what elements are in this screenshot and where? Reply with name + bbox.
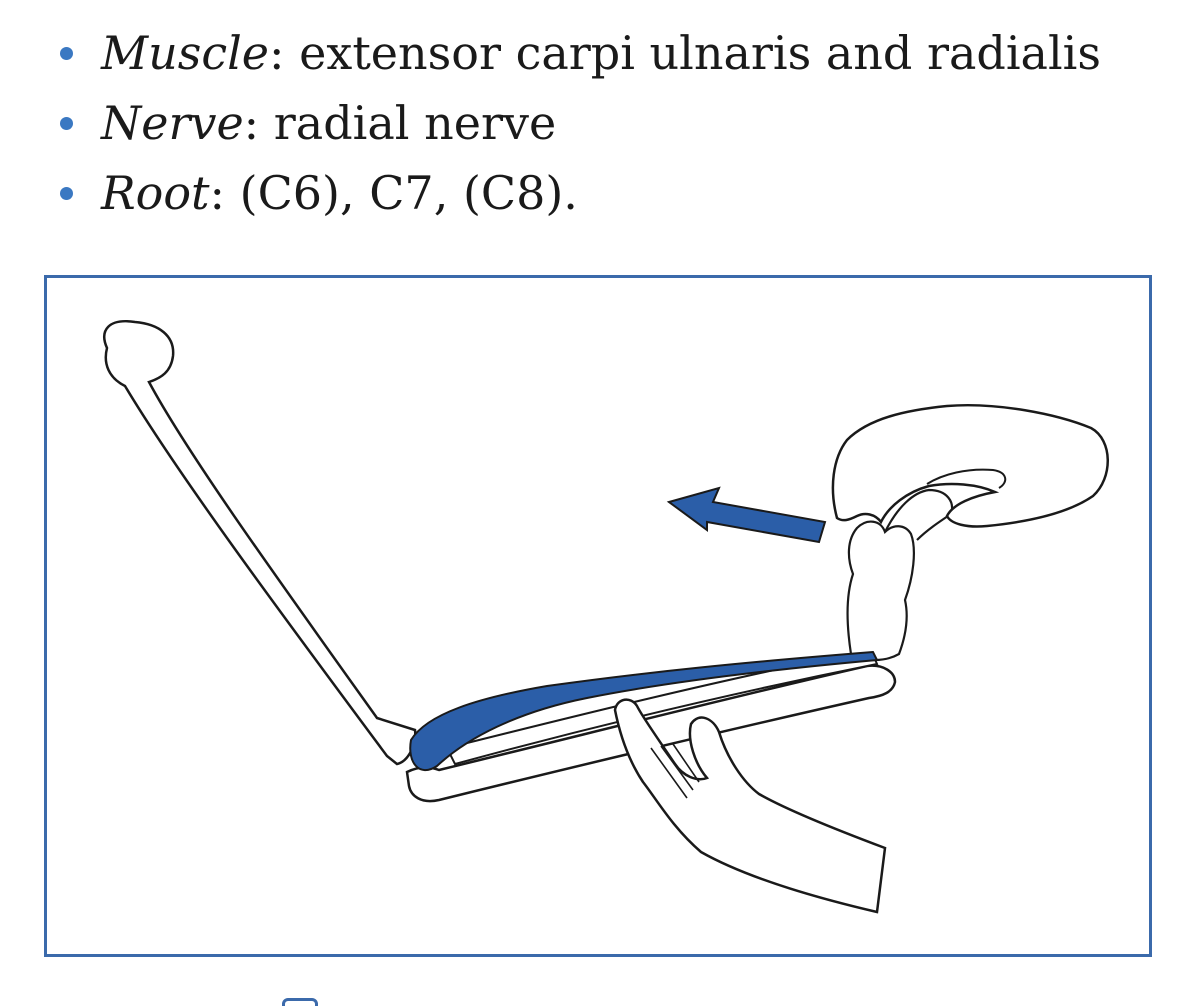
direction-arrow-icon — [666, 486, 827, 544]
bullet-term: Root — [101, 166, 210, 220]
examiner-bottom-fingers — [650, 743, 700, 799]
humerus-bone — [103, 319, 417, 766]
bullet-list: Muscle : extensor carpi ulnaris and radi… — [60, 18, 1101, 228]
bullet-separator: : — [243, 96, 274, 150]
bullet-dot-icon — [60, 46, 73, 60]
examiner-top-thumb — [926, 468, 1007, 489]
page-marker — [282, 998, 318, 1006]
bullet-muscle: Muscle : extensor carpi ulnaris and radi… — [60, 18, 1101, 88]
bullet-nerve: Nerve : radial nerve — [60, 88, 1101, 158]
bullet-text: radial nerve — [273, 96, 557, 150]
bullet-text: (C6), C7, (C8). — [239, 166, 578, 220]
bullet-root: Root : (C6), C7, (C8). — [60, 158, 1101, 228]
bullet-separator: : — [209, 166, 240, 220]
illustration-frame — [44, 275, 1152, 957]
hand-bones — [846, 520, 915, 662]
finger-bones — [884, 488, 954, 541]
bullet-dot-icon — [60, 116, 73, 130]
extensor-muscle-highlight — [409, 650, 879, 772]
radius-bone — [445, 648, 879, 766]
bullet-dot-icon — [60, 186, 73, 200]
examiner-top-hand — [831, 403, 1109, 528]
bullet-separator: : — [269, 26, 300, 80]
examiner-bottom-hand — [613, 698, 887, 914]
muscle-test-illustration — [103, 319, 1109, 914]
bullet-term: Nerve — [101, 96, 244, 150]
bullet-text: extensor carpi ulnaris and radialis — [299, 26, 1101, 80]
bullet-term: Muscle — [101, 26, 270, 80]
